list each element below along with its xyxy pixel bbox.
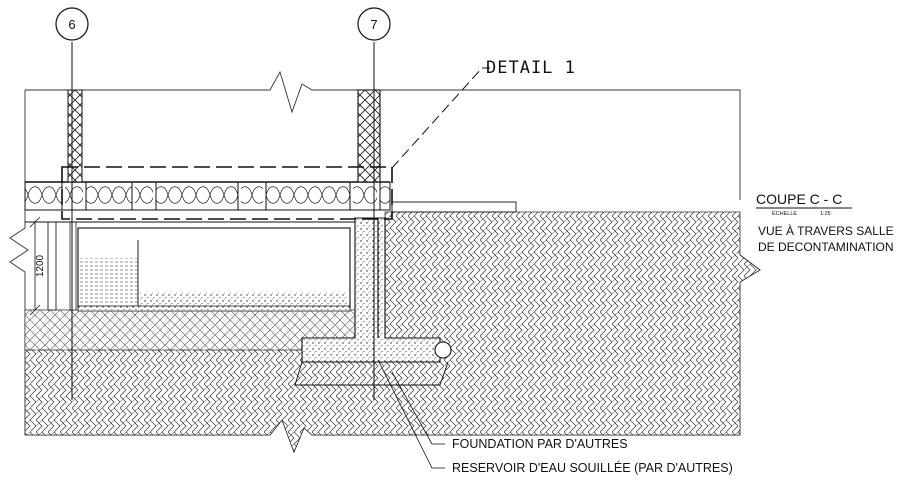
reservoir-sediment <box>140 292 348 306</box>
footing-key <box>294 361 449 386</box>
section-scale-label: ÉCHELLE <box>772 210 797 217</box>
section-title: COUPE C - C <box>756 191 842 207</box>
grid-bubble-7 <box>357 7 391 41</box>
reservoir-water <box>80 258 138 306</box>
note-reservoir: RESERVOIR D'EAU SOUILLÉE (PAR D'AUTRES) <box>452 460 733 475</box>
grid-bubble-6 <box>55 7 89 41</box>
detail-leader <box>391 67 483 169</box>
drain-pipe <box>434 341 452 359</box>
section-description-2: DE DECONTAMINATION <box>758 240 894 254</box>
dimension-label: 1200 <box>35 254 46 277</box>
foundation-concrete <box>301 217 441 363</box>
support-post <box>47 221 57 311</box>
detail-box <box>61 166 393 220</box>
slab-base-band <box>24 309 356 351</box>
exterior-slab <box>391 201 517 213</box>
note-foundation: FOUNDATION PAR D'AUTRES <box>452 437 628 451</box>
reservoir-floor <box>77 305 351 312</box>
detail-label: DETAIL 1 <box>486 58 576 78</box>
section-scale-value: 1:25 <box>820 211 831 217</box>
wall-gridline-7 <box>357 89 381 183</box>
grid-marker-6: 6 <box>68 17 75 32</box>
section-description-1: VUE À TRAVERS SALLE <box>758 223 894 238</box>
support-post-2 <box>69 221 77 311</box>
grid-marker-7: 7 <box>370 17 377 32</box>
wall-gridline-6 <box>67 89 83 183</box>
note-leaders <box>377 359 445 469</box>
